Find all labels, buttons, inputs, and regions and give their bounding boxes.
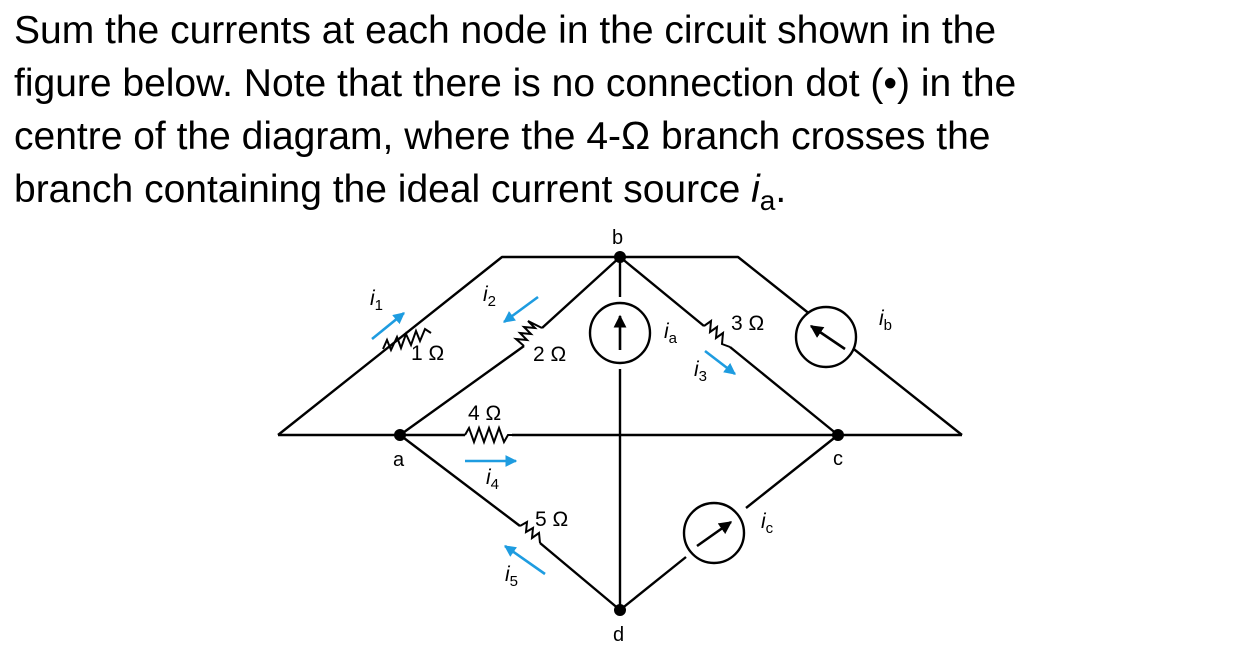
wire-top-left [277, 255, 620, 436]
current-label-i2: i2 [483, 283, 496, 310]
node-dot-d [614, 604, 626, 616]
wire-3ohm-upper [619, 256, 705, 327]
wire-ic-lower [619, 556, 687, 611]
resistor-label-2ohm: 2 Ω [533, 343, 566, 366]
source-ic [682, 501, 746, 565]
resistor-4ohm [464, 425, 512, 445]
node-dot-c [832, 429, 844, 441]
node-dot-b [614, 251, 626, 263]
current-label-i4: i4 [486, 466, 499, 493]
node-label-c: c [833, 448, 843, 470]
wire-ic-upper [745, 434, 839, 509]
source-ib-arrow [809, 324, 846, 351]
arrow-i5 [504, 544, 546, 576]
wire-5ohm-upper [399, 434, 521, 527]
resistor-5ohm [519, 520, 541, 544]
question-line-3: centre of the diagram, where the 4-Ω bra… [14, 115, 991, 158]
question-line-4: branch containing the ideal current sour… [14, 163, 1244, 227]
current-label-i3: i3 [694, 358, 707, 385]
node-dot-a [394, 429, 406, 441]
arrow-i3 [704, 349, 736, 376]
source-ia [588, 301, 652, 365]
arrow-i1 [371, 311, 405, 341]
source-ic-arrow [696, 520, 733, 548]
node-label-a: a [393, 449, 405, 471]
current-label-i5: i5 [505, 563, 518, 590]
wire-3ohm-lower [729, 346, 839, 436]
resistor-3ohm [703, 318, 731, 348]
wire-2ohm-lower [399, 345, 525, 436]
node-label-d: d [613, 624, 624, 646]
resistor-2ohm [513, 320, 543, 347]
resistor-label-3ohm: 3 Ω [731, 312, 764, 335]
question-line-1: Sum the currents at each node in the cir… [14, 9, 997, 52]
wire-5ohm-lower [539, 542, 621, 611]
arrow-i2 [503, 295, 539, 324]
current-label-i1: i1 [370, 287, 383, 314]
resistor-label-4ohm: 4 Ω [468, 402, 501, 425]
wire-2ohm-upper [541, 256, 621, 329]
resistor-1ohm [382, 327, 432, 353]
resistor-label-1ohm: 1 Ω [411, 342, 444, 365]
current-label-ic: ic [761, 510, 774, 537]
wire-top-right [620, 255, 963, 436]
current-label-ia: ia [664, 320, 678, 347]
resistor-label-5ohm: 5 Ω [535, 508, 568, 531]
question-line-4-suffix: . [775, 168, 787, 211]
wires [277, 255, 963, 611]
resistors [382, 318, 731, 544]
node-label-b: b [612, 227, 623, 249]
question-line-4-prefix: branch containing the ideal current sour… [14, 168, 752, 211]
node-dots [394, 251, 844, 616]
current-label-ib: ib [879, 307, 892, 334]
current-arrows [371, 295, 736, 576]
question-line-2: figure below. Note that there is no conn… [14, 62, 1017, 105]
source-ib [794, 305, 858, 369]
question-ia-sub: a [759, 185, 776, 216]
question-ia-var: i [751, 168, 760, 211]
question-text: Sum the currents at each node in the cir… [14, 4, 1244, 227]
